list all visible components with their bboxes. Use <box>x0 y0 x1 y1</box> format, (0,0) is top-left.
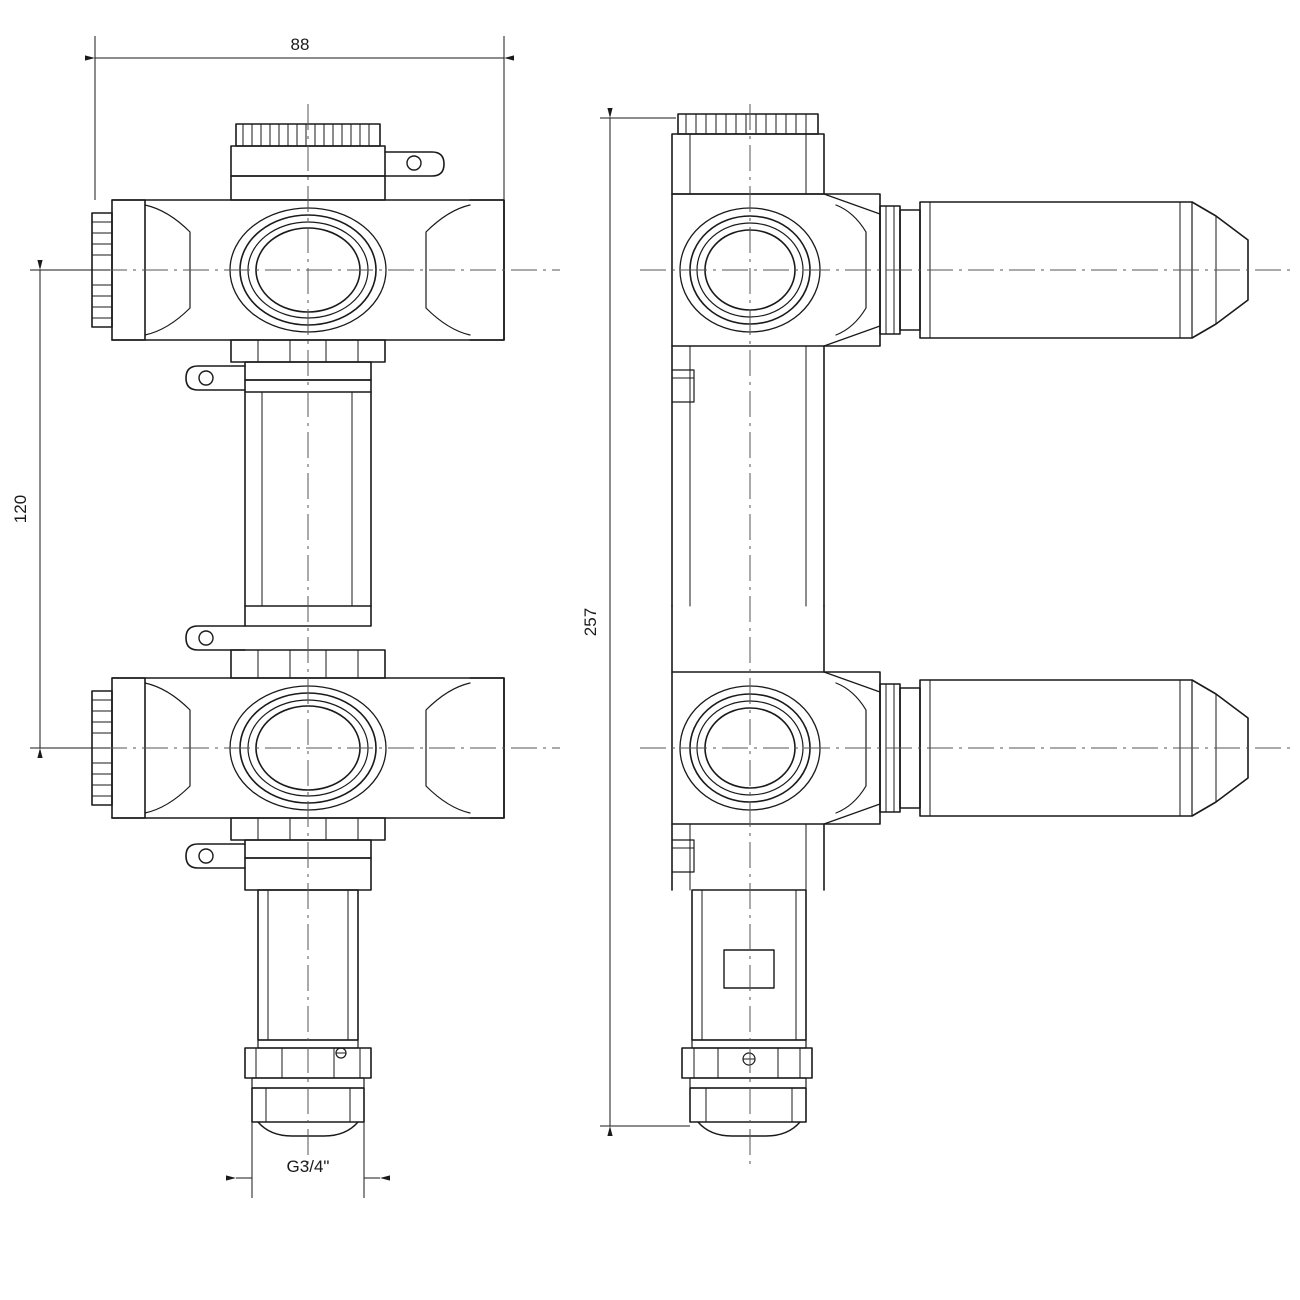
side-top-cap <box>671 113 825 195</box>
side-outlet-stem <box>681 889 813 1137</box>
side-mid-column-lower <box>671 823 825 891</box>
centerlines-group <box>60 104 1290 1166</box>
front-outlet-stem <box>244 889 372 1137</box>
side-view-group <box>671 113 1249 1137</box>
front-top-ear-right <box>384 151 445 177</box>
front-upper-ear-left <box>185 365 372 393</box>
dimension-labels-group: 88 120 257 G3/4" <box>11 35 600 1176</box>
front-mid-column <box>244 391 372 607</box>
side-bottom-body <box>671 605 1249 825</box>
dimension-88 <box>85 36 514 200</box>
dimension-label-height-257: 257 <box>581 608 600 636</box>
dimension-g34 <box>226 1122 390 1198</box>
dimension-label-thread: G3/4" <box>287 1157 330 1176</box>
dimension-label-width: 88 <box>291 35 310 54</box>
dimensions-group <box>30 36 690 1198</box>
front-top-body <box>91 175 505 381</box>
side-mid-column-upper <box>671 345 825 607</box>
front-view-group <box>91 123 505 1137</box>
dimension-257 <box>600 108 690 1136</box>
dimension-120 <box>30 260 110 758</box>
dimension-label-height-120: 120 <box>11 495 30 523</box>
